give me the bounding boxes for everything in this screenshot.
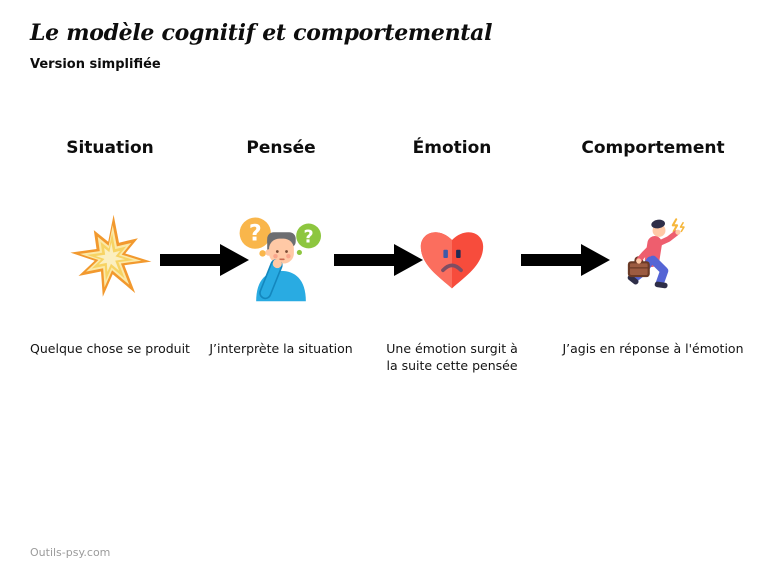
arrow-right-icon [334, 243, 424, 277]
step-situation: Situation Quelque chose se produit [10, 138, 210, 388]
step-label-situation: Situation [66, 138, 154, 158]
svg-text:?: ? [249, 222, 262, 247]
thinking-person-icon: ? ? [181, 204, 381, 312]
page-subtitle: Version simplifiée [30, 57, 161, 72]
sad-heart-icon [352, 204, 552, 312]
step-pensee: Pensée ? ? [181, 138, 381, 388]
step-label-emotion: Émotion [412, 138, 492, 158]
step-caption-situation: Quelque chose se produit [30, 341, 190, 356]
running-person-icon [553, 204, 753, 312]
arrow-right-icon [160, 243, 250, 277]
step-comportement: Comportement J’agis en répon [553, 138, 753, 388]
arrow-right-icon [521, 243, 611, 277]
page-title: Le modèle cognitif et comportemental [30, 20, 493, 46]
footer-watermark: Outils-psy.com [30, 546, 111, 559]
step-emotion: Émotion Une émotion surgit à la suite ce… [352, 138, 552, 388]
step-label-comportement: Comportement [581, 138, 725, 158]
step-caption-comportement: J’agis en réponse à l'émotion [562, 341, 744, 356]
step-label-pensee: Pensée [246, 138, 316, 158]
starburst-icon [10, 204, 210, 312]
step-caption-pensee: J’interprète la situation [209, 341, 353, 356]
svg-text:?: ? [304, 227, 314, 247]
step-caption-emotion: Une émotion surgit à la suite cette pens… [386, 341, 518, 373]
